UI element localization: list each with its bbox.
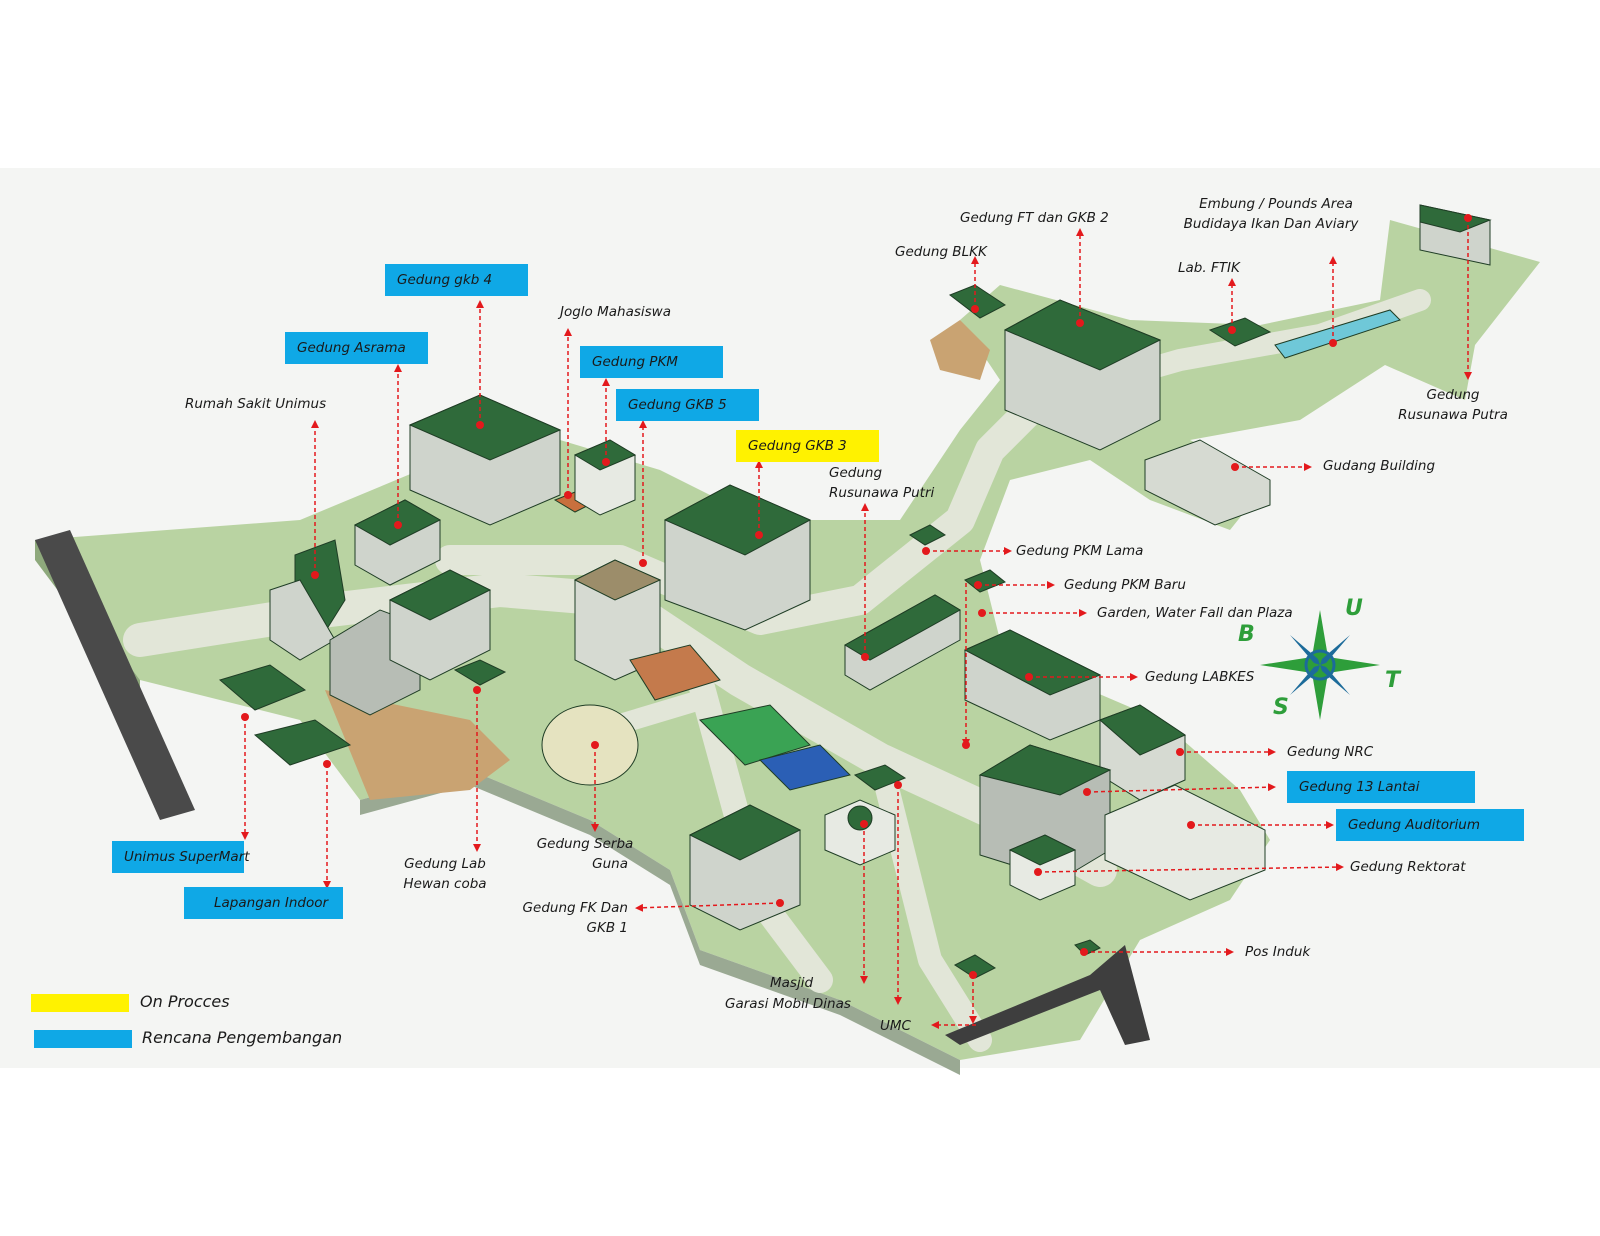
label-embung-line1: Embung / Pounds Area [1199, 196, 1353, 212]
label-fk-line1: Gedung FK Dan [522, 900, 628, 916]
legend-label-on-process: On Procces [140, 992, 230, 1011]
label-rusunawa-putra-line1: Gedung [1426, 387, 1480, 403]
label-gedung-blkk: Gedung BLKK [895, 244, 987, 260]
compass-rose-icon [1260, 610, 1380, 720]
label-rusunawa-putri-line1: Gedung [829, 465, 883, 481]
compass-east-label: T [1385, 668, 1401, 693]
legend-swatch-on-process [31, 994, 129, 1012]
label-garden: Garden, Water Fall dan Plaza [1097, 605, 1293, 621]
label-nrc: Gedung NRC [1287, 744, 1374, 760]
label-pkm-baru: Gedung PKM Baru [1064, 577, 1186, 593]
tag-gedung-gkb3: Gedung GKB 3 [736, 430, 879, 462]
tag-gedung-gkb4: Gedung gkb 4 [385, 264, 528, 296]
entrance-road [945, 945, 1150, 1045]
legend-label-rencana: Rencana Pengembangan [142, 1028, 343, 1047]
tag-gedung-pkm: Gedung PKM [580, 346, 723, 378]
legend-swatch-rencana [34, 1030, 132, 1048]
buildings [218, 204, 1492, 979]
label-rektorat: Gedung Rektorat [1350, 859, 1466, 875]
label-garasi: Garasi Mobil Dinas [725, 996, 851, 1012]
label-umc: UMC [880, 1018, 911, 1034]
tag-gedung-asrama: Gedung Asrama [285, 332, 428, 364]
label-embung-line2: Budidaya Ikan Dan Aviary [1183, 216, 1359, 232]
road-strip-west [35, 530, 195, 820]
label-labkes: Gedung LABKES [1145, 669, 1255, 685]
label-gudang-building: Gudang Building [1323, 458, 1436, 474]
tag-gedung-auditorium: Gedung Auditorium [1336, 809, 1524, 841]
label-serba-guna-line2: Guna [592, 856, 628, 872]
tag-lapangan-indoor: Lapangan Indoor [184, 887, 343, 919]
pointer-dots [241, 214, 1472, 979]
label-rumah-sakit: Rumah Sakit Unimus [185, 396, 327, 412]
tag-gedung-gkb5: Gedung GKB 5 [616, 389, 759, 421]
label-pos-induk: Pos Induk [1245, 944, 1311, 960]
label-rusunawa-putri-line2: Rusunawa Putri [829, 485, 935, 501]
tag-gedung-13-lantai: Gedung 13 Lantai [1287, 771, 1475, 803]
pointer-leaders [241, 218, 1472, 1029]
label-serba-guna-line1: Gedung Serba [536, 836, 634, 852]
compass-north-label: U [1345, 596, 1363, 621]
label-fk-line2: GKB 1 [586, 920, 628, 936]
soil-areas [325, 320, 990, 800]
compass-south-label: S [1273, 695, 1289, 720]
label-lab-hewan-line1: Gedung Lab [404, 856, 486, 872]
tag-unimus-supermart: Unimus SuperMart [112, 841, 250, 873]
label-gedung-ft: Gedung FT dan GKB 2 [960, 210, 1109, 226]
label-lab-hewan-line2: Hewan coba [403, 876, 487, 892]
label-joglo-mahasiswa: Joglo Mahasiswa [560, 304, 671, 320]
compass-west-label: B [1238, 622, 1255, 647]
label-masjid: Masjid [770, 975, 814, 991]
label-lab-ftik: Lab. FTIK [1178, 260, 1240, 276]
label-rusunawa-putra-line2: Rusunawa Putra [1398, 407, 1508, 423]
label-pkm-lama: Gedung PKM Lama [1016, 543, 1144, 559]
